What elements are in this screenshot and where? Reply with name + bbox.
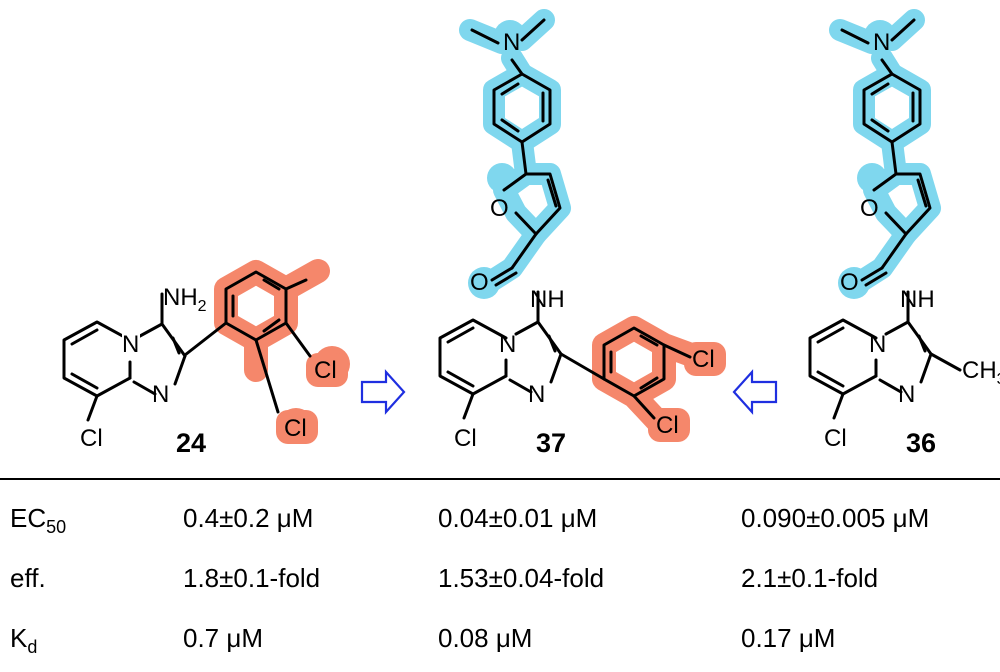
compound-37-furan-o: O <box>490 195 509 222</box>
row-label-kd: Kd <box>10 623 38 657</box>
ec50-compound-36: 0.090±0.005 μM <box>741 503 930 533</box>
compound-36-carbonyl-o: O <box>840 269 859 296</box>
ec50-compound-24: 0.4±0.2 μM <box>183 503 314 533</box>
eff-compound-36: 2.1±0.1-fold <box>741 563 879 593</box>
compound-24-ring-n1: N <box>122 331 139 358</box>
compound-36-methyl-bond <box>929 352 962 372</box>
compound-36-ring-n2: N <box>898 381 915 408</box>
compound-24-cl-para: Cl <box>314 357 337 384</box>
row-label-efficacy: eff. <box>10 563 46 593</box>
kd-compound-24: 0.7 μM <box>183 623 264 653</box>
compound-37-id: 37 <box>536 428 566 458</box>
table-row-ec50: EC50 0.4±0.2 μM 0.04±0.01 μM 0.090±0.005… <box>0 493 1000 543</box>
compound-36-highlight <box>838 20 930 299</box>
compound-24-ring-n2: N <box>152 381 169 408</box>
compound-36-amide-nh: NH <box>900 286 935 313</box>
compound-37-ring-n2: N <box>528 381 545 408</box>
ec50-compound-37: 0.04±0.01 μM <box>438 503 598 533</box>
compound-37-amide-nh: NH <box>530 286 565 313</box>
kd-compound-36: 0.17 μM <box>741 623 836 653</box>
compound-36-ring-n1: N <box>869 331 886 358</box>
compound-36-nme2-n: N <box>873 29 890 56</box>
eff-compound-37: 1.53±0.04-fold <box>438 563 605 593</box>
compound-24-id: 24 <box>176 428 206 458</box>
compound-37-dichlorophenyl-bonds <box>559 326 692 420</box>
row-label-ec50: EC50 <box>10 503 67 537</box>
kd-compound-37: 0.08 μM <box>438 623 533 653</box>
compound-37-cl-meta: Cl <box>656 412 679 439</box>
compound-37-carbonyl-o: O <box>470 269 489 296</box>
table-row-efficacy: eff. 1.8±0.1-fold 1.53±0.04-fold 2.1±0.1… <box>0 553 1000 603</box>
compound-36-cl-ring: Cl <box>824 425 847 452</box>
compound-36-methyl: CH3 <box>962 357 1000 388</box>
compound-24-cl-ring: Cl <box>80 425 103 452</box>
eff-compound-24: 1.8±0.1-fold <box>183 563 321 593</box>
compound-37-nme2-n: N <box>503 29 520 56</box>
chemical-scheme: NH2 N N Cl Cl Cl 24 N O O NH N N Cl Cl C… <box>62 0 1000 458</box>
compound-24-bonds-extra <box>183 278 312 414</box>
compound-36-furan-o: O <box>860 195 879 222</box>
table-row-kd: Kd 0.7 μM 0.08 μM 0.17 μM <box>0 613 1000 663</box>
compound-24-structure <box>62 292 187 422</box>
table-divider <box>0 478 1000 480</box>
arrow-left-icon <box>732 369 778 415</box>
compound-37-ring-n1: N <box>499 331 516 358</box>
compound-24-cl-meta: Cl <box>284 415 307 442</box>
property-table: EC50 0.4±0.2 μM 0.04±0.01 μM 0.090±0.005… <box>0 485 1000 657</box>
compound-37-cl-ring: Cl <box>454 425 477 452</box>
compound-37-cl-para: Cl <box>692 346 715 373</box>
arrow-right-icon <box>360 369 406 415</box>
compound-36-id: 36 <box>906 428 936 458</box>
compound-24-amine-label: NH2 <box>163 284 207 315</box>
